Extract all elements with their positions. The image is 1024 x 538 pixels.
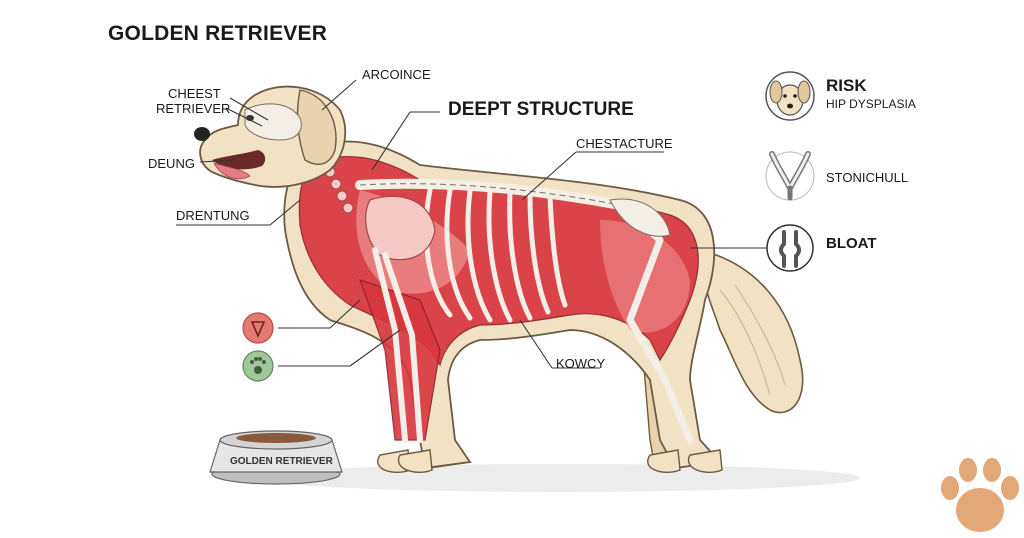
label-retriever: RETRIEVER [156, 101, 231, 116]
heart-shield-icon [242, 312, 274, 344]
label-drentung: DRENTUNG [176, 208, 250, 223]
front-leg-bones [372, 247, 423, 443]
spine-outline [359, 183, 621, 206]
risk-hip-dysplasia: HIP DYSPLASIA [826, 97, 916, 111]
label-chestacture: CHESTACTURE [576, 136, 673, 151]
label-cheest: CHEEST [168, 86, 221, 101]
tail-fur-lines [719, 284, 786, 396]
paw-icon [242, 350, 274, 382]
dog-tail [699, 248, 804, 414]
label-deept-structure: DEEPT STRUCTURE [448, 99, 634, 120]
paw-print-logo-icon [941, 458, 1019, 532]
bowl-label: GOLDEN RETRIEVER [230, 456, 333, 467]
label-deung: DEUNG [148, 156, 195, 171]
label-arcoince: ARCOINCE [362, 67, 431, 82]
risk-heading: RISK [826, 76, 867, 95]
skull-outline [244, 103, 302, 141]
dog-face-icon [765, 71, 815, 121]
rib-cage [423, 187, 568, 323]
leader-lines [176, 79, 768, 369]
food-bowl [209, 430, 343, 485]
risk-bloat: BLOAT [826, 235, 877, 252]
pelvis [609, 198, 671, 237]
risk-stonichull: STONICHULL [826, 170, 909, 185]
ground-shadow [260, 464, 860, 492]
knee-joint-icon [766, 224, 814, 272]
dog-mouth [212, 150, 266, 170]
paws [377, 449, 723, 473]
dog-tongue [213, 162, 251, 180]
scapula [365, 195, 436, 261]
wishbone-bone-icon [765, 151, 815, 201]
dog-nose [194, 127, 210, 141]
label-kowcy: KOWCY [556, 356, 606, 371]
page-title: GOLDEN RETRIEVER [108, 22, 328, 45]
